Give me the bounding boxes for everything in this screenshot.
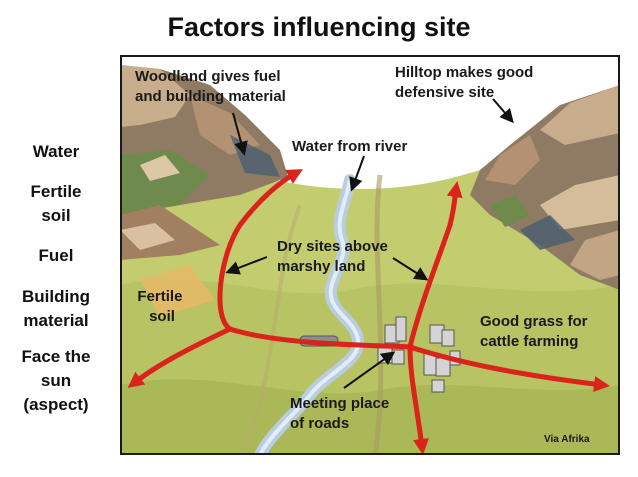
roads [127, 169, 610, 455]
label-dry-sites: Dry sites above marshy land [277, 238, 392, 275]
diagram-frame [120, 55, 620, 455]
road-north-west [217, 169, 413, 350]
factor-building-material: Building material [22, 287, 90, 330]
factor-aspect: Face the sun (aspect) [21, 347, 91, 414]
fertile-soil-patch [140, 265, 215, 317]
settlement-site-diagram: Woodland gives fuel and building materia… [120, 55, 620, 455]
label-meeting-place: Meeting place of roads [290, 395, 393, 432]
road-east [407, 344, 610, 392]
pointers [225, 98, 514, 389]
road-south [407, 344, 429, 455]
label-hilltop: Hilltop makes good defensive site [395, 64, 538, 101]
page-title: Factors influencing site [167, 12, 471, 42]
label-woodland: Woodland gives fuel and building materia… [135, 68, 286, 105]
label-water: Water from river [292, 138, 407, 155]
label-fertile-soil: Fertile soil [137, 288, 186, 325]
factor-water: Water [32, 142, 80, 161]
label-good-grass: Good grass for cattle farming [480, 313, 592, 350]
road-north-east [407, 181, 463, 350]
credit-text: Via Afrika [544, 434, 590, 445]
factor-fertile-soil: Fertile soil [30, 182, 82, 225]
road-south-west [127, 326, 233, 388]
right-hills [470, 85, 620, 290]
factor-fuel: Fuel [38, 246, 74, 265]
